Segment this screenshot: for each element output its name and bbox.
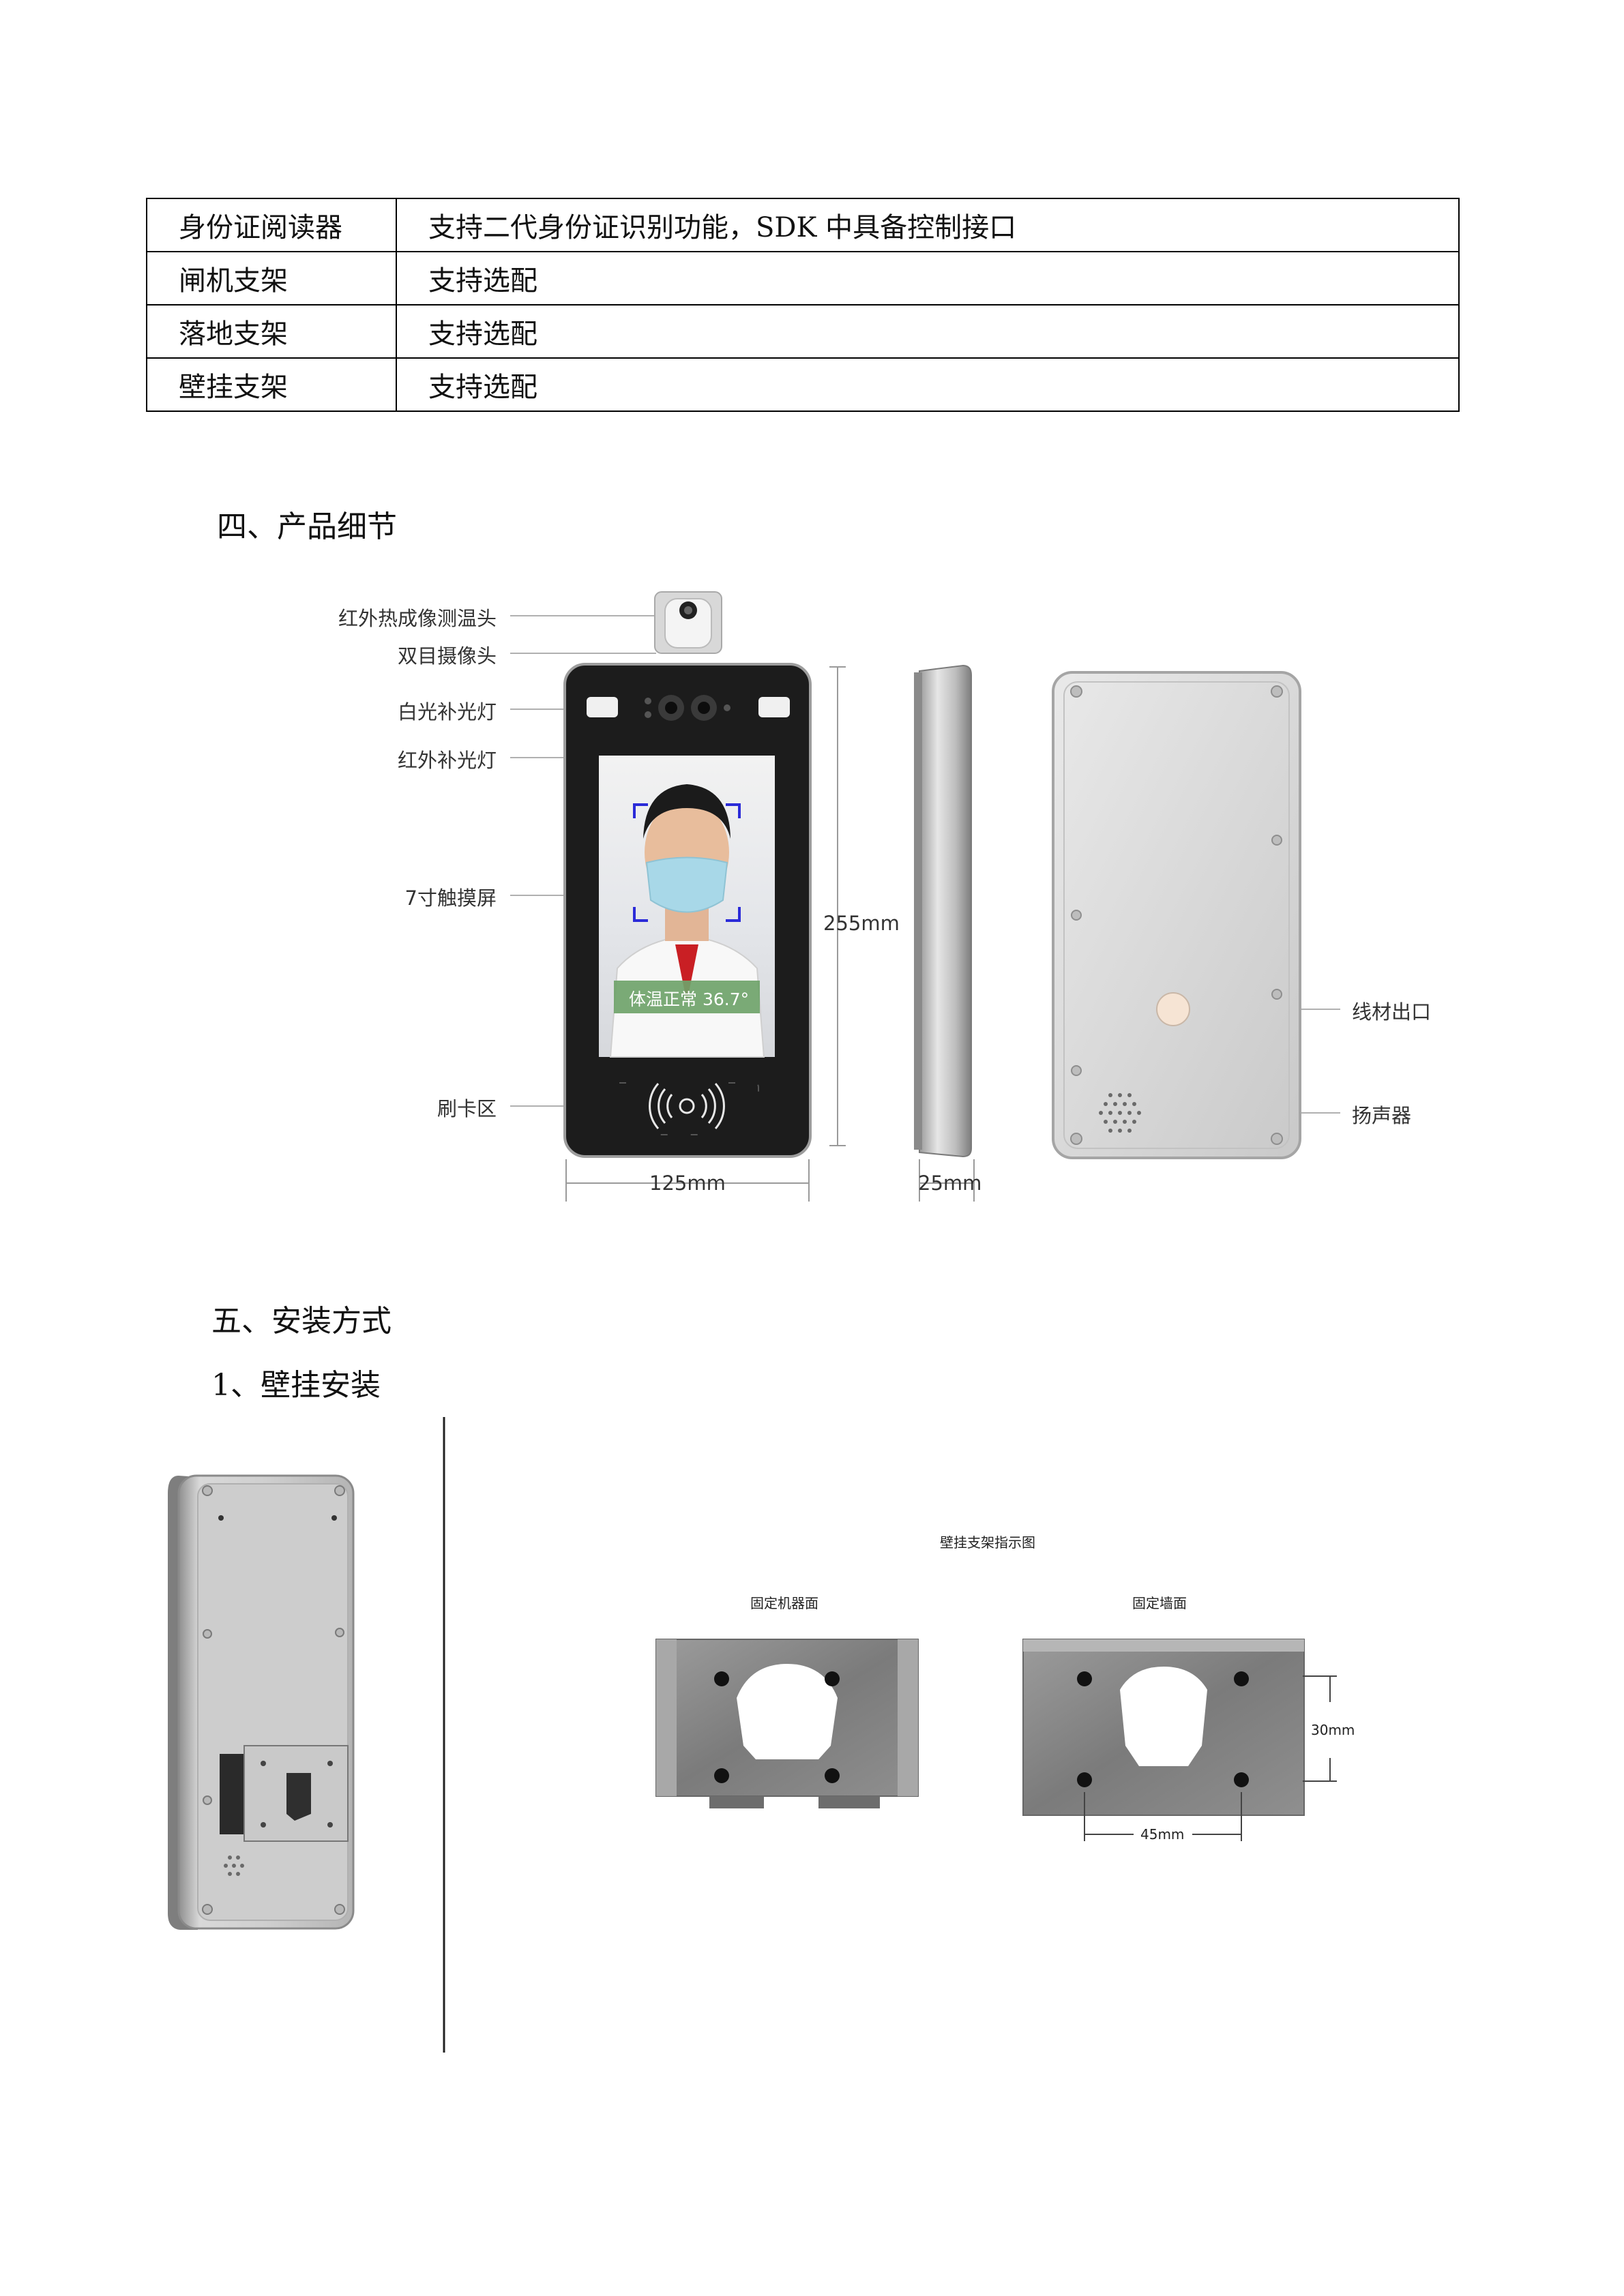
table-row: 闸机支架 支持选配	[146, 251, 1460, 305]
label-ir-light: 红外补光灯	[397, 749, 497, 772]
label-thermal-camera: 红外热成像测温头	[338, 607, 497, 630]
nfc-icon	[649, 1083, 725, 1129]
product-detail-figure	[510, 591, 1340, 1202]
spec-table: 身份证阅读器 支持二代身份证识别功能，SDK 中具备控制接口 闸机支架 支持选配…	[146, 198, 1460, 412]
label-speaker: 扬声器	[1352, 1104, 1412, 1127]
label-cable-outlet: 线材出口	[1352, 1000, 1432, 1024]
table-cell-name: 落地支架	[146, 304, 397, 359]
table-cell-name: 闸机支架	[146, 251, 397, 305]
dimension-height: 255mm	[823, 912, 900, 935]
label-card-area: 刷卡区	[437, 1097, 497, 1120]
speaker-grille	[1099, 1093, 1141, 1133]
bracket-dimension-horizontal: 45mm	[1140, 1826, 1185, 1843]
bracket-dimension-lines	[1084, 1675, 1337, 1841]
screen-temperature-badge: 体温正常 36.7°	[629, 989, 750, 1009]
subsection-heading-wall-mount: 1、壁挂安装	[211, 1368, 381, 1403]
table-cell-value: 支持选配	[396, 304, 1460, 359]
bracket-dimension-vertical: 30mm	[1311, 1722, 1355, 1738]
bracket-right-caption: 固定墙面	[1132, 1595, 1187, 1611]
dimension-lines	[565, 666, 975, 1202]
table-cell-name: 壁挂支架	[146, 357, 397, 412]
device-side-view	[914, 664, 972, 1158]
wall-mounted-device	[168, 1474, 355, 1930]
bracket-diagram-title: 壁挂支架指示图	[940, 1534, 1035, 1551]
device-back-view	[1052, 671, 1301, 1159]
section-heading-installation: 五、安装方式	[211, 1304, 392, 1339]
table-cell-name: 身份证阅读器	[146, 198, 397, 252]
section-heading-product-details: 四、产品细节	[217, 509, 397, 544]
bracket-wall-side	[1022, 1639, 1305, 1816]
label-white-light: 白光补光灯	[397, 700, 497, 724]
table-row: 壁挂支架 支持选配	[146, 357, 1460, 412]
table-cell-value: 支持选配	[396, 357, 1460, 412]
dimension-depth: 25mm	[918, 1172, 982, 1195]
thermal-camera-module	[654, 591, 722, 654]
table-cell-value: 支持选配	[396, 251, 1460, 305]
label-binocular-camera: 双目摄像头	[397, 644, 497, 668]
label-touchscreen: 7寸触摸屏	[404, 886, 497, 910]
table-cell-value: 支持二代身份证识别功能，SDK 中具备控制接口	[396, 198, 1460, 252]
table-row: 落地支架 支持选配	[146, 304, 1460, 359]
table-row: 身份证阅读器 支持二代身份证识别功能，SDK 中具备控制接口	[146, 198, 1460, 252]
face-frame	[633, 803, 741, 922]
bracket-machine-side	[655, 1639, 919, 1808]
dimension-width: 125mm	[649, 1172, 726, 1195]
device-front	[563, 663, 812, 1158]
bracket-left-caption: 固定机器面	[750, 1595, 818, 1611]
